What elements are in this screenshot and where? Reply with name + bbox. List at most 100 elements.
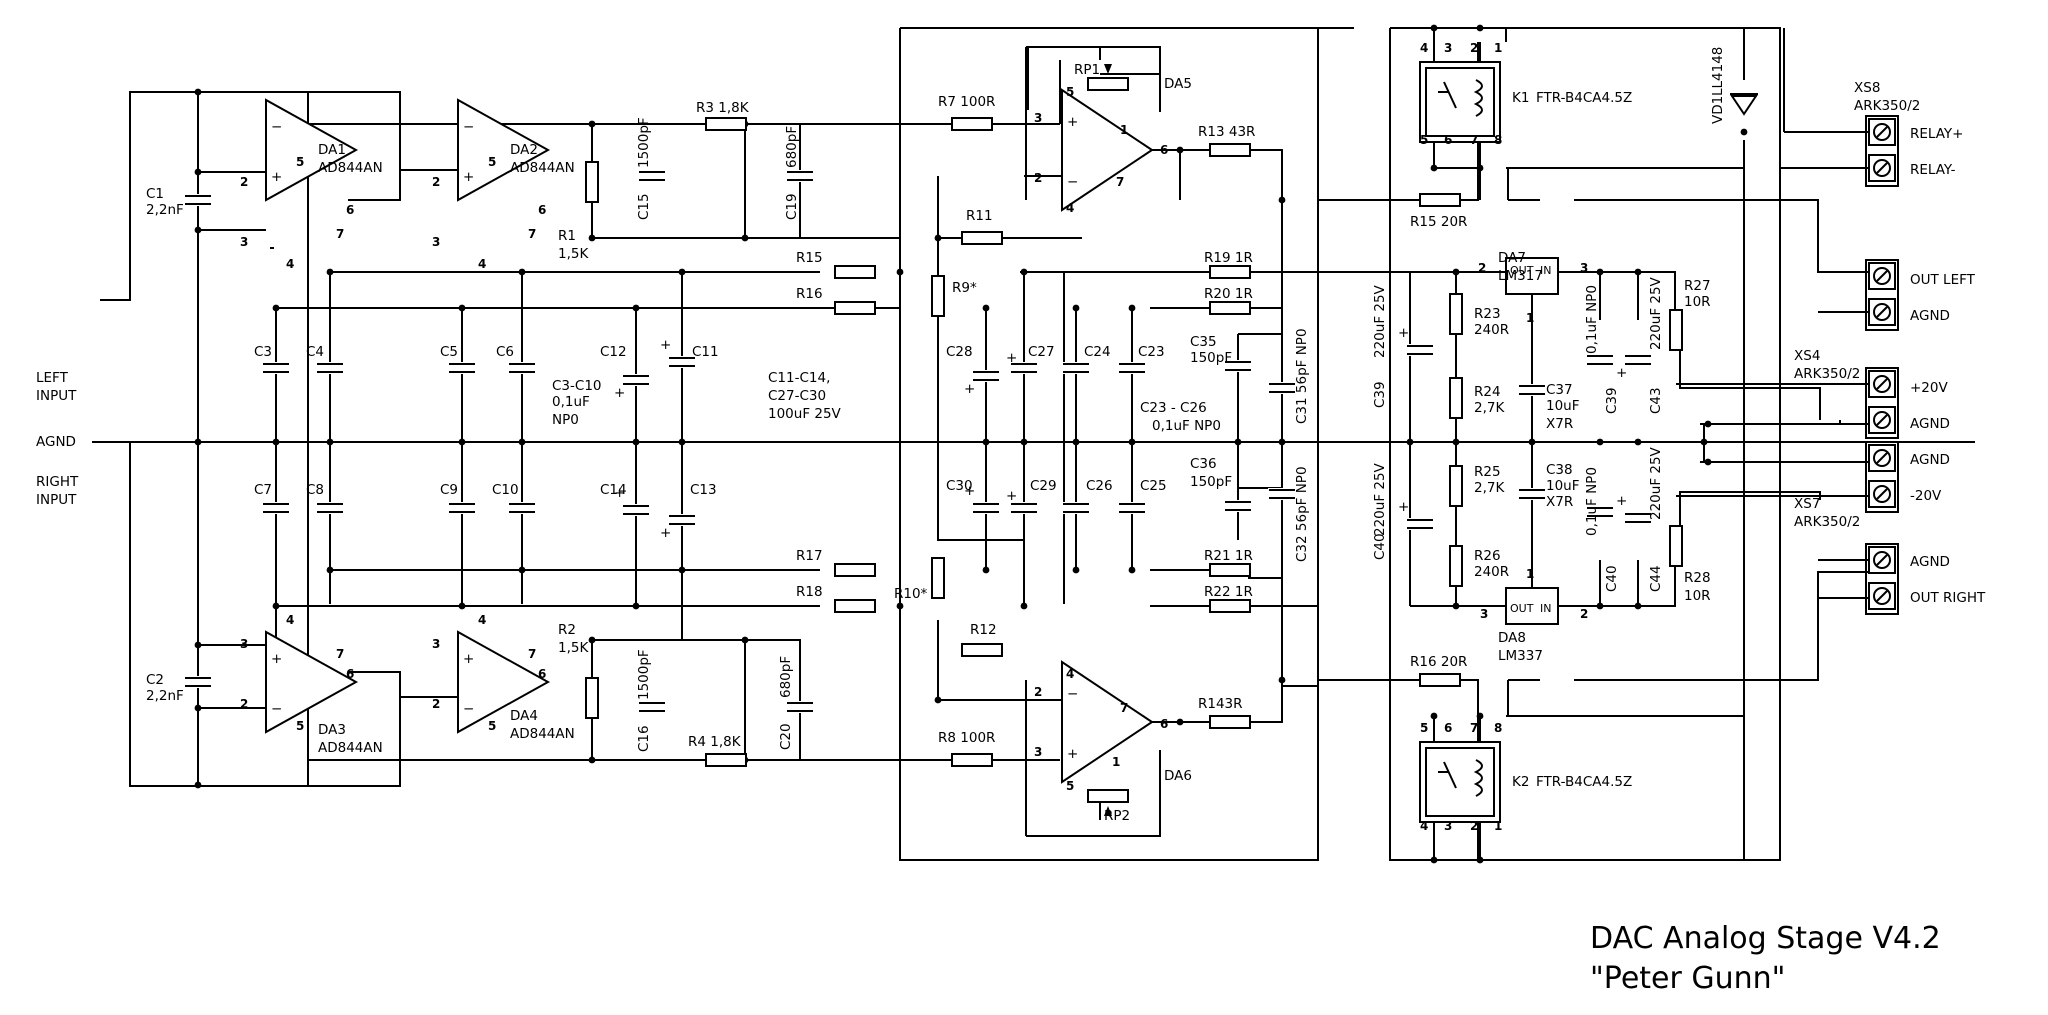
junction-dot <box>1740 128 1748 136</box>
da2-opamp: −+ <box>457 98 551 202</box>
c6-capacitor <box>508 362 536 374</box>
plus-sign: + <box>1616 365 1627 381</box>
junction-dot <box>1596 268 1604 276</box>
c26-label: C26 <box>1086 478 1113 494</box>
terminal-out-left[interactable] <box>1868 262 1896 290</box>
c12-capacitor <box>622 374 650 386</box>
junction-dots <box>194 24 1748 864</box>
xs7-pin-2: OUT RIGHT <box>1910 590 1986 606</box>
r2-value: 1,5K <box>558 640 589 656</box>
xs4-terminal-agnd[interactable] <box>1868 406 1896 434</box>
xs7-terminal-agnd[interactable] <box>1868 546 1896 574</box>
c24-capacitor <box>1062 362 1090 374</box>
pin-number: 3 <box>1444 41 1452 55</box>
xs8-terminal-relay-minus[interactable] <box>1868 154 1896 182</box>
minus20v-pin: -20V <box>1910 488 1942 504</box>
xs4-pin-2: AGND <box>1910 416 1950 432</box>
vd1-diode <box>1730 95 1758 116</box>
pin-number: 4 <box>478 613 486 627</box>
svg-text:−: − <box>463 701 474 717</box>
r3-label: R3 1,8K <box>696 100 750 116</box>
xs8-terminal-relay-plus[interactable] <box>1868 118 1896 146</box>
r12-resistor <box>961 643 1003 657</box>
pin-number: 1 <box>1526 567 1534 581</box>
da3-part: AD844AN <box>318 740 383 756</box>
r25-label: R25 <box>1474 464 1501 480</box>
da8-regulator <box>1505 587 1559 625</box>
terminal-agnd-2[interactable] <box>1868 444 1896 472</box>
terminal-minus20v[interactable] <box>1868 480 1896 508</box>
junction-dot <box>741 636 749 644</box>
r16-output-label: R16 20R <box>1410 654 1467 670</box>
c3-c10-note: 0,1uF <box>552 394 590 410</box>
c1-label: C1 <box>146 186 164 202</box>
right-input-label: RIGHT <box>36 474 79 490</box>
wire <box>1679 340 1821 420</box>
pin-number: 7 <box>528 227 536 241</box>
r7-resistor <box>951 117 993 131</box>
junction-dot <box>326 438 334 446</box>
junction-dot <box>1476 712 1484 720</box>
junction-dot <box>632 438 640 446</box>
c23-c26-note: 0,1uF NP0 <box>1152 418 1221 434</box>
da4-opamp: +− <box>457 630 551 734</box>
c4-label: C4 <box>306 344 324 360</box>
minus20v-agnd-pin: AGND <box>1910 452 1950 468</box>
pin-number: 2 <box>240 175 248 189</box>
pin-number: 7 <box>528 647 536 661</box>
c6-label: C6 <box>496 344 514 360</box>
c29-capacitor <box>1010 502 1038 514</box>
out-left-agnd-pin: AGND <box>1910 308 1950 324</box>
r20-resistor <box>1209 301 1251 315</box>
c10-label: C10 <box>492 482 519 498</box>
r25-resistor <box>1449 465 1463 507</box>
c43-label: C43 <box>1648 387 1664 414</box>
schematic-title: DAC Analog Stage V4.2 <box>1590 921 1941 956</box>
c8-label: C8 <box>306 482 324 498</box>
c14-capacitor <box>622 504 650 516</box>
c28-capacitor <box>972 370 1000 382</box>
c30-label: C30 <box>946 478 973 494</box>
c37-capacitor <box>1518 384 1546 396</box>
pin-number: 5 <box>1066 85 1074 99</box>
xs4-terminal-plus20v[interactable] <box>1868 370 1896 398</box>
c38-value: 10uF <box>1546 478 1580 494</box>
c11-capacitor <box>668 356 696 368</box>
pin-number: 4 <box>1420 819 1428 833</box>
xs4-pin-1: +20V <box>1910 380 1948 396</box>
junction-dot <box>678 566 686 574</box>
pin-number: 3 <box>1034 111 1042 125</box>
c24-label: C24 <box>1084 344 1111 360</box>
junction-dot <box>194 168 202 176</box>
pin-number: 5 <box>1420 133 1428 147</box>
junction-dot <box>1476 856 1484 864</box>
junction-dot <box>632 602 640 610</box>
r22-resistor <box>1209 599 1251 613</box>
c15-value: 1500pF <box>636 117 652 168</box>
c37-value: 10uF <box>1546 398 1580 414</box>
junction-dot <box>1700 438 1708 446</box>
r28-value: 10R <box>1684 588 1711 604</box>
plus-sign: + <box>964 381 975 397</box>
c32-capacitor <box>1268 488 1296 500</box>
xs7-terminal-out-right[interactable] <box>1868 582 1896 610</box>
da1-label: DA1 <box>318 142 346 158</box>
da7-label: DA7 <box>1498 250 1526 266</box>
pin-number: 4 <box>1066 201 1074 215</box>
terminal-agnd-1[interactable] <box>1868 298 1896 326</box>
junction-dot <box>982 438 990 446</box>
r22-label: R22 1R <box>1204 584 1253 600</box>
junction-dot <box>1634 438 1642 446</box>
c25-label: C25 <box>1140 478 1167 494</box>
c30-capacitor <box>972 502 1000 514</box>
junction-dot <box>194 226 202 234</box>
xs4-label: XS4 <box>1794 348 1820 364</box>
r15-output-label: R15 20R <box>1410 214 1467 230</box>
r10-resistor <box>931 557 945 599</box>
r18-label: R18 <box>796 584 823 600</box>
k1-relay <box>1419 61 1501 143</box>
xs7-connector <box>1865 543 1899 615</box>
k2-part: FTR-B4CA4.5Z <box>1536 774 1632 790</box>
r13-label: R13 43R <box>1198 124 1255 140</box>
r11-resistor <box>961 231 1003 245</box>
